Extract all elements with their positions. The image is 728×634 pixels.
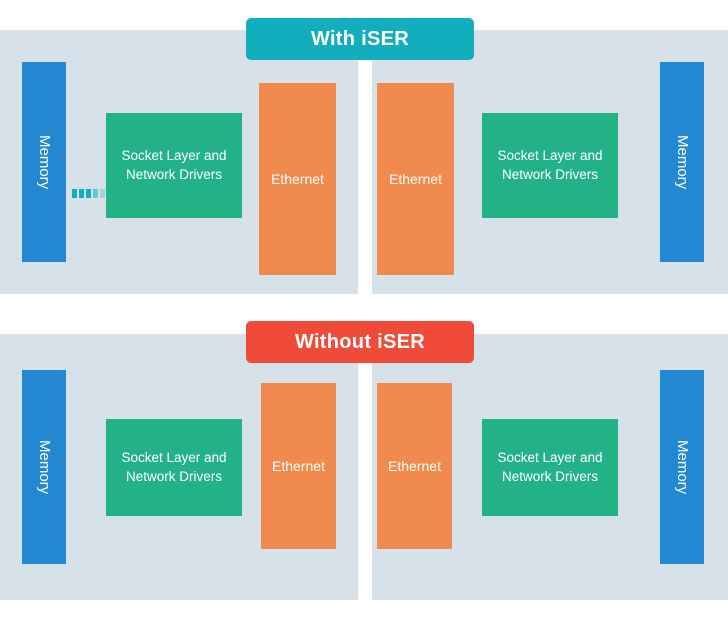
ethernet-label: Ethernet	[272, 457, 325, 474]
without-iser-right-socket-block: Socket Layer and Network Drivers	[482, 419, 618, 516]
memory-label: Memory	[674, 134, 692, 190]
socket-label-line2: Network Drivers	[125, 468, 222, 484]
without-iser-right-panel: Ethernet Socket Layer and Network Driver…	[372, 334, 728, 600]
socket-label-line1: Socket Layer and	[121, 450, 227, 466]
ethernet-label: Ethernet	[389, 170, 442, 187]
without-iser-right-ethernet-block: Ethernet	[377, 383, 452, 549]
with-iser-right-panel: Ethernet Socket Layer and Network Driver…	[372, 30, 728, 294]
socket-label-line1: Socket Layer and	[497, 148, 603, 164]
banner-without-iser: Without iSER	[246, 321, 474, 363]
section-with-iser: Memory Socket Layer and Network Drivers …	[0, 30, 728, 294]
with-iser-right-memory-block: Memory	[660, 62, 704, 262]
connector-dash-1	[72, 189, 77, 198]
connector-dash-2	[79, 189, 84, 198]
memory-label: Memory	[674, 439, 692, 495]
ethernet-label: Ethernet	[388, 457, 441, 474]
with-iser-left-panel: Memory Socket Layer and Network Drivers …	[0, 30, 358, 294]
without-iser-left-ethernet-block: Ethernet	[261, 383, 336, 549]
socket-label-line1: Socket Layer and	[121, 148, 227, 164]
socket-label-line2: Network Drivers	[501, 166, 598, 182]
connector-dash-3	[86, 189, 91, 198]
without-iser-left-panel: Memory Socket Layer and Network Drivers …	[0, 334, 358, 600]
with-iser-right-socket-block: Socket Layer and Network Drivers	[482, 113, 618, 218]
banner-without-iser-label: Without iSER	[294, 330, 426, 353]
socket-label-line2: Network Drivers	[125, 166, 222, 182]
section-without-iser: Memory Socket Layer and Network Drivers …	[0, 334, 728, 600]
without-iser-right-memory-block: Memory	[660, 370, 704, 564]
socket-label-line1: Socket Layer and	[497, 450, 603, 466]
without-iser-left-memory-block: Memory	[22, 370, 66, 564]
memory-label: Memory	[36, 134, 54, 190]
memory-label: Memory	[36, 439, 54, 495]
with-iser-left-memory-block: Memory	[22, 62, 66, 262]
with-iser-left-ethernet-block: Ethernet	[259, 83, 336, 275]
with-iser-left-socket-block: Socket Layer and Network Drivers	[106, 113, 242, 218]
with-iser-right-ethernet-block: Ethernet	[377, 83, 454, 275]
with-iser-dashed-connector	[72, 189, 105, 198]
connector-dash-5	[100, 189, 105, 198]
connector-dash-4	[93, 189, 98, 198]
socket-label-line2: Network Drivers	[501, 468, 598, 484]
ethernet-label: Ethernet	[271, 170, 324, 187]
banner-with-iser-label: With iSER	[310, 27, 410, 50]
without-iser-left-socket-block: Socket Layer and Network Drivers	[106, 419, 242, 516]
banner-with-iser: With iSER	[246, 18, 474, 60]
